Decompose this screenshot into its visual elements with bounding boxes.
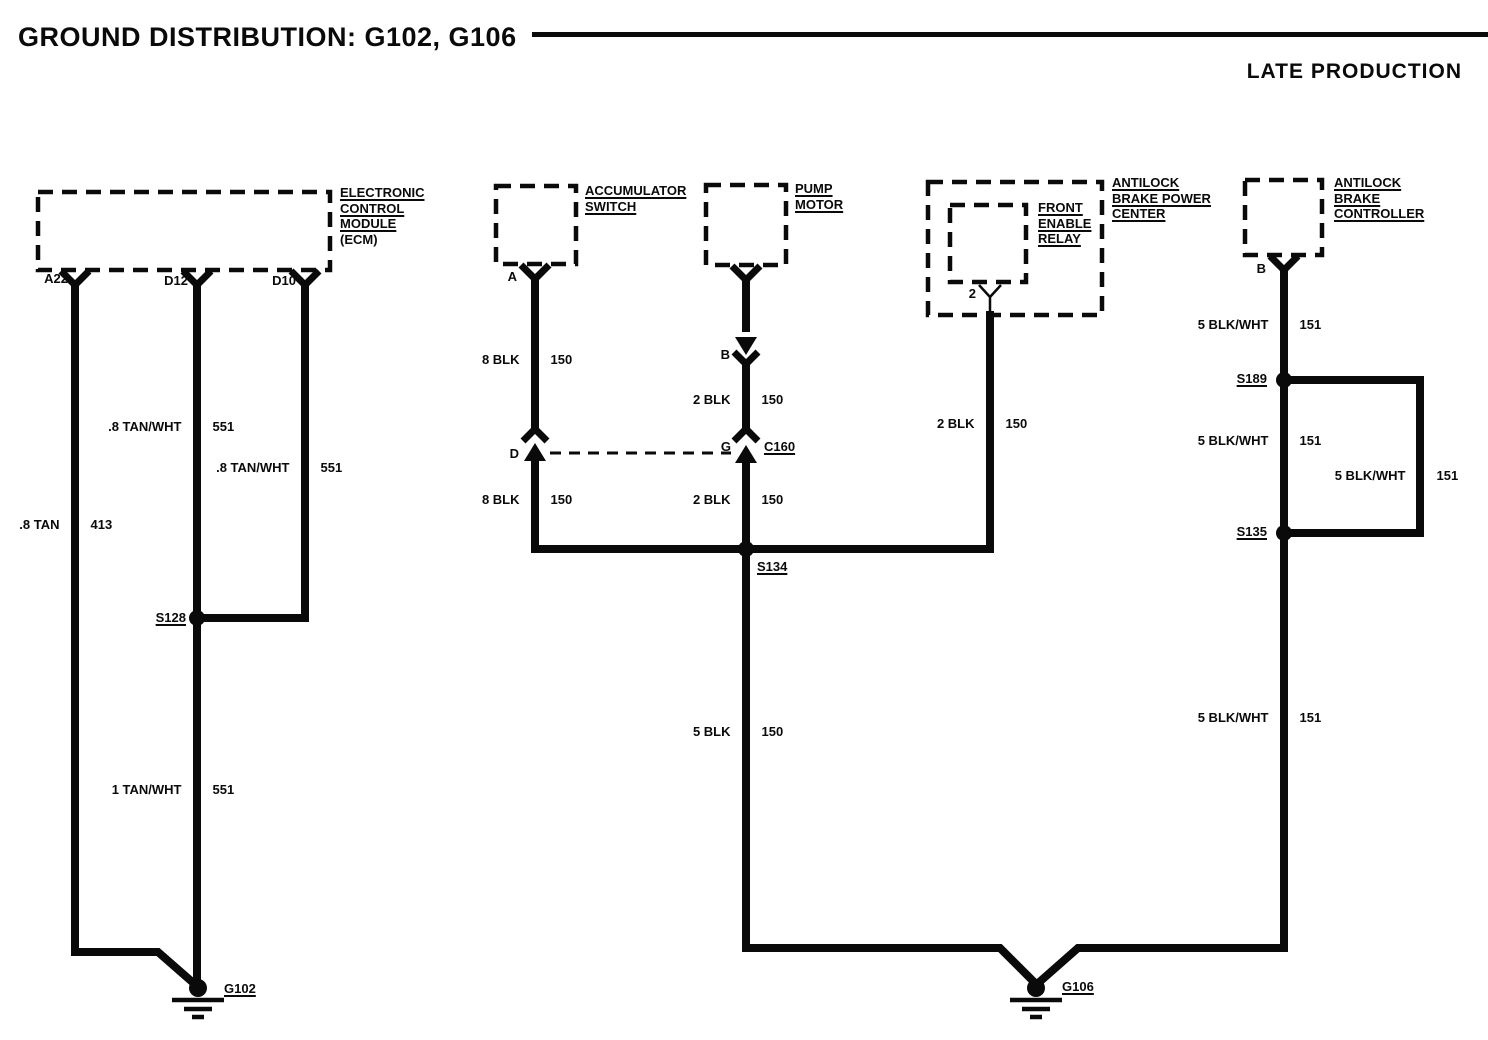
connector-arrow-b-upper [735,337,757,355]
splice-label-s135: S135 [1236,524,1267,539]
pump-label-line: PUMP [795,181,833,196]
wire-a22-to-g102 [71,285,201,991]
pin-fork-pump [729,263,763,285]
pin-label-c160-g: G [720,439,731,454]
title-rule [532,32,1488,37]
antilock-brake-power-center-label: ANTILOCK BRAKE POWER CENTER [1112,175,1211,222]
relay-label-line: ENABLE [1038,215,1092,231]
relay-label-line: FRONT [1038,200,1083,215]
wire-abc-to-g106 [1033,270,1288,989]
splice-label-s189: S189 [1236,371,1267,386]
ecm-label-suffix: (ECM) [340,231,378,247]
accumulator-label-line: ACCUMULATOR [585,183,687,198]
pin-fork-accumulator-a [518,262,552,284]
pin-label-a22: A22 [44,271,68,286]
pin-label-d12: D12 [164,273,188,288]
wire-d10-to-s128 [201,285,309,622]
splice-label-s134: S134 [757,559,788,574]
wire-pump-to-g106 [742,459,1040,988]
pump-label-line: MOTOR [795,196,844,212]
connector-arrow-c160-lower [735,445,757,463]
splice-label-s128: S128 [155,610,186,625]
pin-label-relay-2: 2 [968,286,976,301]
abc-label-line: ANTILOCK [1334,175,1402,190]
connector-arrow-d-lower [524,443,546,461]
splice-s134-dot [738,541,754,557]
splice-s135-dot [1276,525,1292,541]
ecm-label-line: CONTROL [340,200,405,216]
antilock-brake-controller-box [1242,177,1325,258]
front-enable-relay-label: FRONT ENABLE RELAY [1038,200,1091,247]
connector-half-d-upper [520,424,550,444]
front-enable-relay-box [947,202,1029,285]
ecm-label: ELECTRONIC CONTROL MODULE (ECM) [340,185,425,247]
splice-s189-dot [1276,372,1292,388]
abpc-label-line: ANTILOCK [1112,175,1180,190]
pin-label-accumulator-a: A [507,269,517,284]
ecm-label-line: MODULE [340,216,397,231]
ground-label-g106: G106 [1062,979,1094,994]
wire-s189-s135-loop [1284,376,1424,537]
connector-half-b-lower [731,349,761,369]
production-note: LATE PRODUCTION [1246,60,1462,83]
abc-label-line: BRAKE [1334,190,1381,206]
ecm-label-line: ELECTRONIC [340,185,425,200]
ecm-box [35,189,333,273]
pin-label-pump-b: B [720,347,730,362]
wire-accumulator-bus-relay [531,311,994,553]
pump-motor-label: PUMP MOTOR [795,181,843,212]
page-title: GROUND DISTRIBUTION: G102, G106 [18,22,517,52]
connector-label-c160: C160 [764,439,796,454]
connector-half-c160-upper [731,424,761,444]
accumulator-switch-label: ACCUMULATOR SWITCH [585,183,686,214]
accumulator-switch-box [493,183,579,267]
antilock-brake-power-center-box [925,179,1105,318]
abpc-label-line: CENTER [1112,206,1166,221]
pin-fork-abc-b [1267,253,1301,275]
pin-fork-relay-2 [978,284,1002,313]
relay-label-line: RELAY [1038,231,1081,246]
pump-motor-box [703,182,789,268]
pin-label-d10: D10 [272,273,296,288]
ground-label-g102: G102 [224,981,256,996]
antilock-brake-controller-label: ANTILOCK BRAKE CONTROLLER [1334,175,1424,222]
splice-s128-dot [189,610,205,626]
ground-symbol-g106 [1010,979,1062,1020]
ground-symbol-g102 [172,979,224,1020]
abpc-label-line: BRAKE POWER [1112,190,1211,206]
pin-label-abc-b: B [1256,261,1266,276]
pin-label-c160-d: D [509,446,519,461]
abc-label-line: CONTROLLER [1334,206,1425,221]
accumulator-label-line: SWITCH [585,198,637,214]
